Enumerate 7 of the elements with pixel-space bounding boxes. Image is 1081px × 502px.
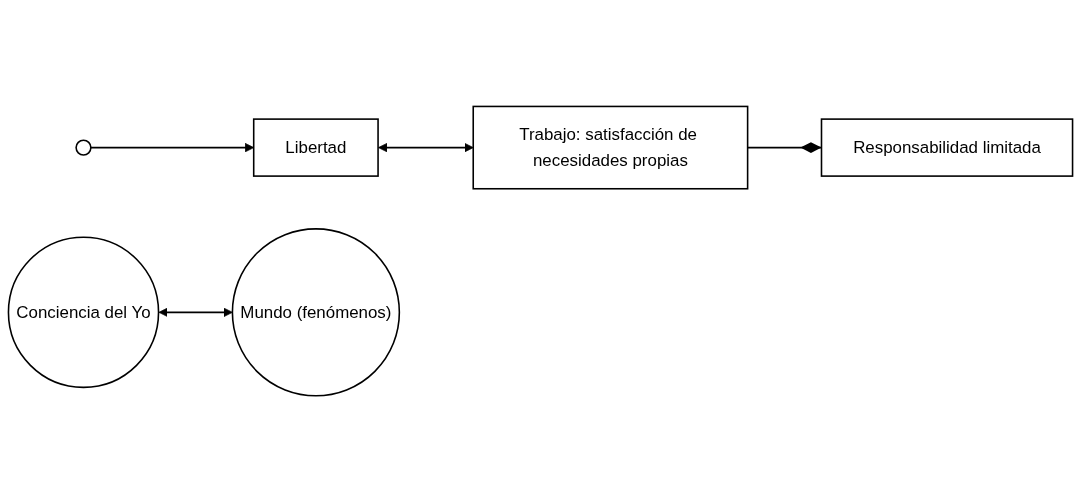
node-box: Trabajo: satisfacción de necesidades propias (472, 105, 749, 190)
node-box: Libertad (252, 118, 379, 177)
arrow (378, 142, 474, 153)
node-circle: Mundo (fenómenos) (231, 227, 401, 397)
arrow (158, 307, 233, 317)
node-box: Responsabilidad limitada (820, 118, 1074, 177)
node-circle: Conciencia del Yo (7, 236, 160, 389)
